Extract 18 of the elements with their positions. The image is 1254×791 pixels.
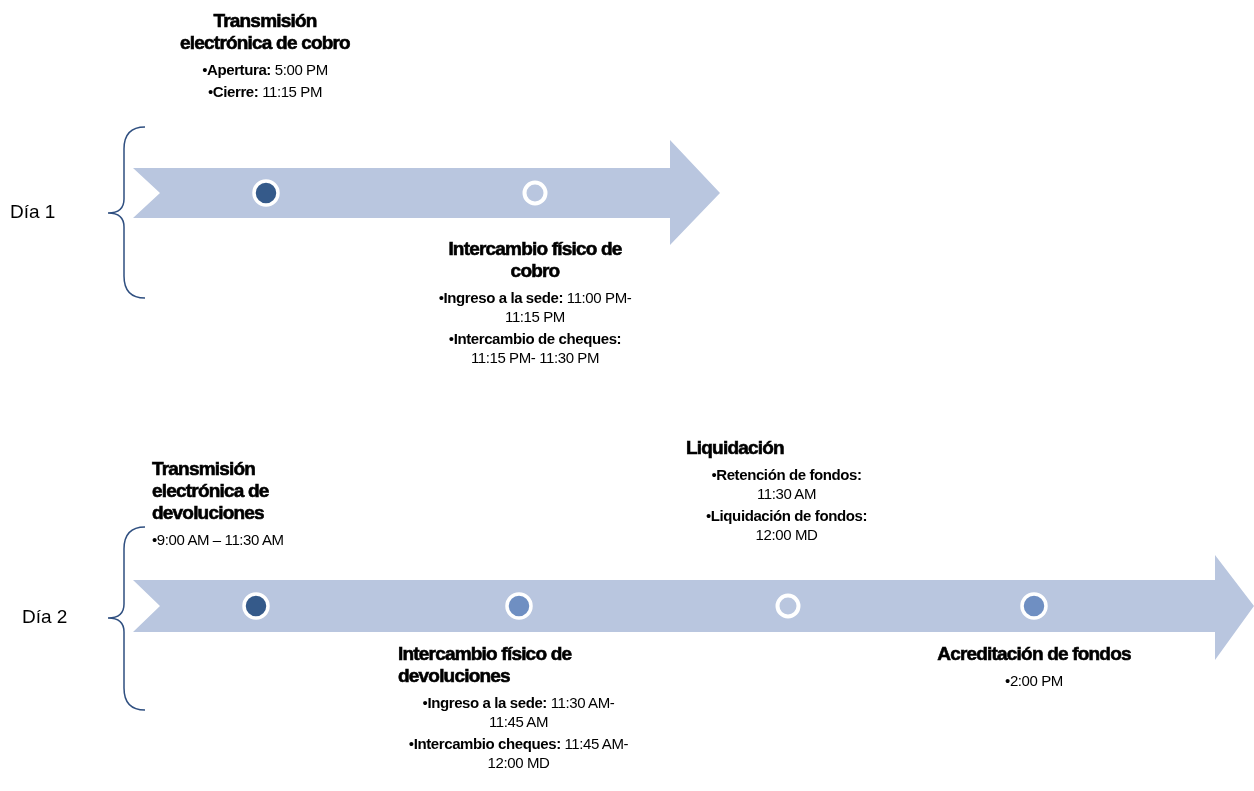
event-title: Intercambio físico de devoluciones bbox=[398, 643, 573, 687]
event-title: Transmisión electrónica de devoluciones bbox=[152, 458, 270, 524]
event-title: Liquidación bbox=[686, 437, 785, 459]
bullet-text: •Cierre: 11:15 PM bbox=[206, 82, 324, 101]
day-label: Día 2 bbox=[22, 606, 68, 628]
bullet-text: •Apertura: 5:00 PM bbox=[201, 60, 329, 79]
bullet-text: •Intercambio cheques: 11:45 AM-12:00 MD bbox=[407, 734, 630, 772]
day-label: Día 1 bbox=[10, 201, 56, 223]
bullet-text: •Ingreso a la sede: 11:30 AM- 11:45 AM bbox=[421, 693, 616, 731]
bullet-text: •9:00 AM – 11:30 AM bbox=[152, 530, 285, 549]
bullet-text: •Retención de fondos: 11:30 AM bbox=[710, 465, 863, 503]
bullet-text: •Liquidación de fondos: 12:00 MD bbox=[704, 506, 868, 544]
bullet-text: •Intercambio de cheques: 11:15 PM- 11:30 PM bbox=[447, 329, 623, 367]
event-title: Intercambio físico de cobro bbox=[447, 238, 623, 282]
bullet-text: •Ingreso a la sede: 11:00 PM- 11:15 PM bbox=[437, 288, 633, 326]
bullet-text: •2:00 PM bbox=[1004, 671, 1064, 690]
event-title: Transmisión electrónica de cobro bbox=[179, 10, 351, 54]
event-title: Acreditación de fondos bbox=[936, 643, 1132, 665]
